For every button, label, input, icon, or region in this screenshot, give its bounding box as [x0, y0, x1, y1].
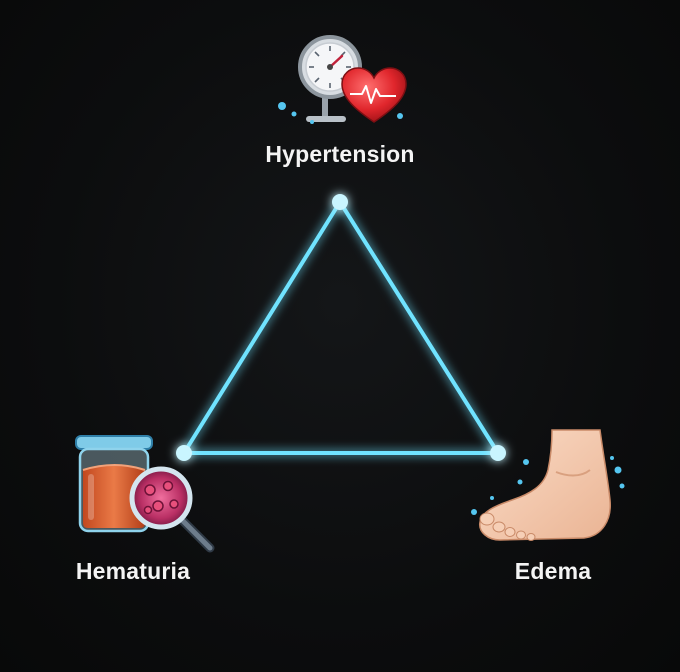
blood-pressure-gauge-heart-icon — [278, 35, 407, 124]
triangle-edges — [182, 200, 500, 455]
swollen-foot-icon — [471, 429, 625, 541]
vertex-left — [176, 445, 192, 461]
edge-right-top — [338, 200, 500, 455]
vertex-top — [332, 194, 348, 210]
node-label-edema: Edema — [514, 558, 592, 584]
triangle-vertices — [176, 194, 506, 461]
edge-top-left — [182, 200, 342, 455]
node-label-hematuria: Hematuria — [75, 558, 191, 584]
vertex-right — [490, 445, 506, 461]
urine-sample-magnifier-icon — [75, 435, 215, 553]
node-label-hypertension: Hypertension — [265, 141, 415, 167]
